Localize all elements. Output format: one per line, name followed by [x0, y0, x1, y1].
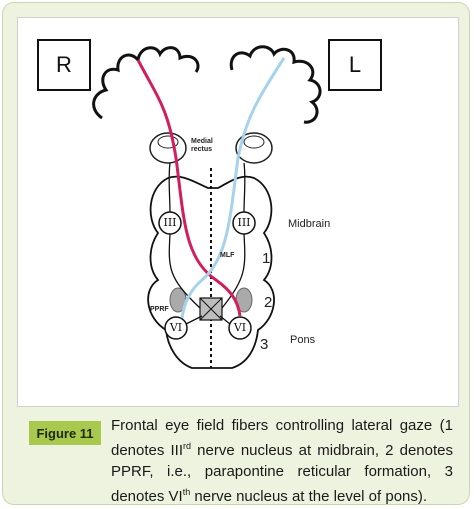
midbrain-label: Midbrain [288, 218, 331, 230]
brainstem-outline [147, 175, 275, 369]
right-box-label: R [37, 39, 91, 91]
figure-label-badge: Figure 11 [29, 421, 101, 445]
diagram-panel: R L Medial rectus Midbrain Pons MLF PPRF… [17, 17, 459, 407]
figure-card: R L Medial rectus Midbrain Pons MLF PPRF… [2, 2, 470, 505]
black-fiber-vi-left [185, 315, 203, 325]
black-fiber-eye-right [243, 162, 246, 213]
left-box-label: L [328, 39, 382, 91]
caption-part-3: nerve nucleus at the level of pons). [190, 488, 428, 505]
mlf-label: MLF [220, 252, 235, 259]
nucleus-iii-left-label: III [163, 216, 177, 229]
nucleus-vi-left [164, 316, 188, 340]
left-cortex-outline [229, 45, 322, 124]
gaze-diagram [92, 45, 322, 369]
nucleus-iii-right-label: III [237, 216, 251, 229]
caption-sup-rd: rd [183, 441, 192, 451]
caption-part-2: nerve nucleus at midbrain, 2 denotes PPR… [111, 442, 453, 505]
nucleus-vi-left-label: VI [169, 321, 183, 334]
level-3-label: 3 [260, 336, 269, 353]
black-fiber-eye-left [168, 162, 171, 213]
caption-sup-th: th [182, 487, 191, 497]
figure-caption: Frontal eye field fibers controlling lat… [111, 415, 453, 507]
right-pathway [136, 59, 242, 317]
caption-part-1: Frontal eye field fibers controlling lat… [111, 417, 453, 459]
pons-label: Pons [290, 334, 316, 346]
pprf-label: PPRF [150, 306, 169, 313]
medial-rectus-label: Medial rectus [191, 138, 213, 153]
left-pathway [180, 57, 286, 319]
right-eye-icon [235, 132, 273, 164]
black-fiber-right [221, 233, 246, 309]
nucleus-vi-right-label: VI [233, 321, 247, 334]
decussation-box [199, 297, 223, 321]
black-fiber-left [168, 233, 201, 309]
left-eye-icon [149, 132, 187, 164]
right-cortex-outline [92, 46, 200, 120]
black-fiber-vi-right [219, 315, 231, 325]
level-2-label: 2 [264, 294, 273, 311]
level-1-label: 1 [262, 250, 271, 267]
nucleus-vi-right [228, 316, 252, 340]
